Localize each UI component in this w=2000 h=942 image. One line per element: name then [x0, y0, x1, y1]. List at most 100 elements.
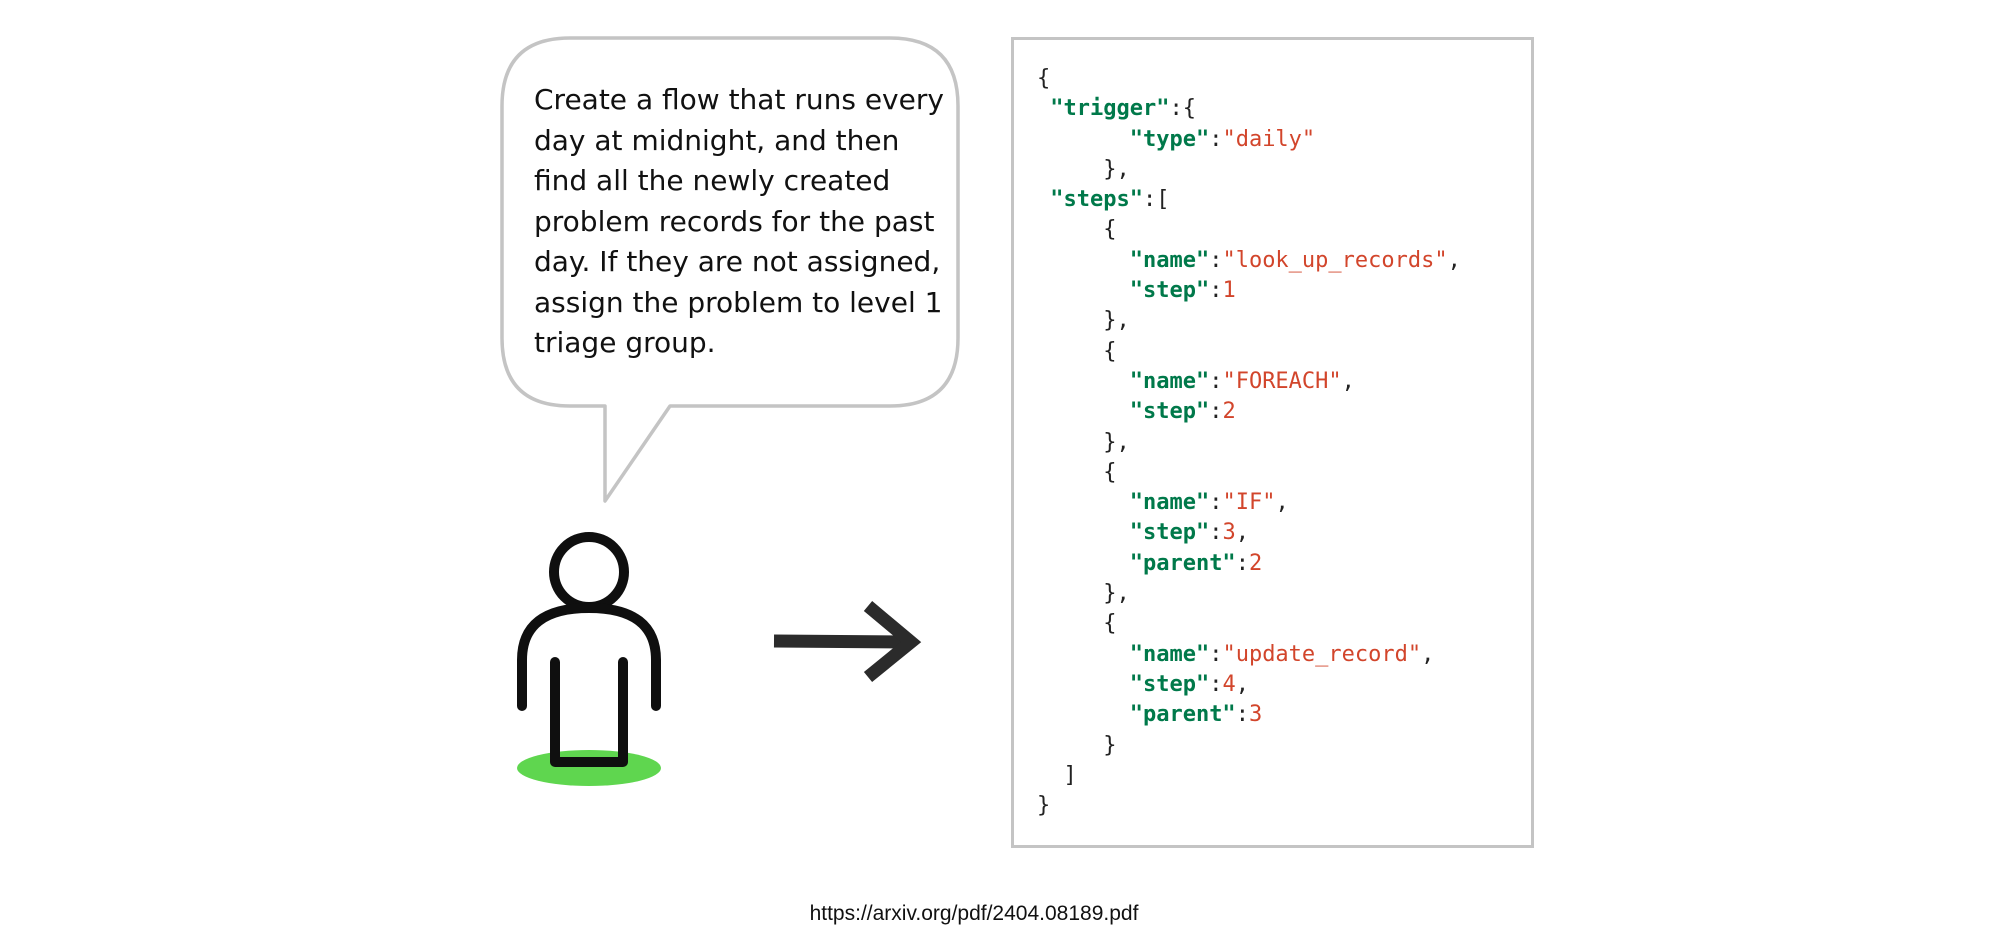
json-line: "type":"daily" [1037, 125, 1461, 155]
json-punctuation: : [1235, 550, 1249, 576]
json-key: "type" [1129, 126, 1210, 152]
json-punctuation: , [1341, 368, 1355, 394]
person-shoulders [517, 603, 661, 711]
ground-shadow [517, 750, 661, 786]
json-line: "name":"look_up_records", [1037, 246, 1461, 276]
json-punctuation: { [1103, 338, 1117, 364]
json-punctuation: , [1421, 641, 1435, 667]
json-indent [1037, 157, 1103, 182]
json-indent [1037, 490, 1130, 515]
json-punctuation: : [1209, 671, 1223, 697]
speech-bubble-text: Create a flow that runs every day at mid… [534, 80, 944, 364]
json-punctuation: } [1103, 732, 1117, 758]
json-punctuation: }, [1103, 581, 1130, 607]
json-line: "trigger":{ [1037, 94, 1461, 124]
json-line: ] [1037, 761, 1461, 791]
json-punctuation: : [1209, 399, 1223, 425]
json-punctuation: , [1235, 671, 1249, 697]
json-indent [1037, 611, 1103, 636]
json-indent [1037, 308, 1103, 333]
json-line: "step":4, [1037, 670, 1461, 700]
json-punctuation: }, [1103, 429, 1130, 455]
json-line: { [1037, 458, 1461, 488]
json-indent [1037, 763, 1064, 788]
json-number-value: 2 [1222, 399, 1236, 425]
json-punctuation: } [1037, 793, 1051, 819]
json-line: }, [1037, 428, 1461, 458]
json-line: "steps":[ [1037, 185, 1461, 215]
json-line: "step":1 [1037, 276, 1461, 306]
json-panel [1011, 37, 1534, 848]
json-indent [1037, 96, 1050, 121]
json-number-value: 4 [1222, 671, 1236, 697]
json-indent [1037, 430, 1103, 455]
json-string-value: "IF" [1222, 490, 1276, 516]
json-punctuation: :{ [1169, 96, 1196, 122]
speech-line: day. If they are not assigned, [534, 245, 941, 278]
speech-bubble [500, 36, 960, 503]
source-url[interactable]: https://arxiv.org/pdf/2404.08189.pdf [809, 902, 1139, 925]
person-body [550, 657, 628, 767]
json-code: { "trigger":{ "type":"daily" }, "steps":… [1037, 64, 1461, 821]
json-string-value: "look_up_records" [1222, 247, 1448, 273]
arrow-shaft [773, 634, 911, 649]
arrow-right-icon [773, 601, 922, 683]
json-number-value: 3 [1222, 520, 1236, 546]
json-punctuation: }, [1103, 156, 1130, 182]
json-line: "parent":3 [1037, 700, 1461, 730]
json-punctuation: { [1103, 217, 1117, 243]
json-punctuation: : [1209, 126, 1223, 152]
json-punctuation: { [1103, 459, 1117, 485]
json-punctuation: : [1235, 702, 1249, 728]
json-indent [1037, 551, 1130, 576]
json-punctuation: ] [1063, 762, 1077, 788]
speech-line: day at midnight, and then [534, 123, 900, 157]
json-punctuation: : [1209, 490, 1223, 516]
json-line: }, [1037, 579, 1461, 609]
json-key: "parent" [1129, 702, 1236, 728]
arrow-head [863, 601, 922, 683]
json-key: "name" [1129, 368, 1210, 394]
json-indent [1037, 127, 1130, 152]
json-key: "step" [1129, 399, 1210, 425]
json-line: { [1037, 609, 1461, 639]
person-icon [517, 532, 661, 786]
json-line: "name":"FOREACH", [1037, 367, 1461, 397]
json-indent [1037, 642, 1130, 667]
json-line: "parent":2 [1037, 549, 1461, 579]
json-indent [1037, 460, 1103, 485]
json-punctuation: : [1209, 278, 1223, 304]
json-key: "step" [1129, 671, 1210, 697]
json-key: "step" [1129, 520, 1210, 546]
person-head [549, 532, 629, 612]
json-key: "steps" [1050, 187, 1143, 213]
json-punctuation: : [1209, 520, 1223, 546]
json-key: "name" [1129, 247, 1210, 273]
json-indent [1037, 702, 1130, 727]
json-key: "trigger" [1050, 96, 1170, 122]
json-key: "name" [1129, 641, 1210, 667]
json-line: } [1037, 791, 1461, 821]
json-line: } [1037, 731, 1461, 761]
speech-line: Create a flow that runs every [534, 83, 944, 116]
json-number-value: 3 [1248, 702, 1263, 728]
json-string-value: "FOREACH" [1222, 368, 1342, 394]
json-indent [1037, 248, 1130, 273]
json-punctuation: , [1275, 490, 1289, 516]
json-key: "step" [1129, 278, 1210, 304]
json-indent [1037, 520, 1130, 545]
json-indent [1037, 581, 1103, 606]
json-indent [1037, 733, 1103, 758]
json-punctuation: { [1103, 611, 1117, 637]
speech-line: assign the problem to level 1 [534, 285, 943, 319]
json-line: { [1037, 337, 1461, 367]
json-indent [1037, 339, 1103, 364]
json-string-value: "update_record" [1222, 641, 1422, 667]
json-line: { [1037, 64, 1461, 94]
json-key: "parent" [1129, 550, 1236, 576]
json-punctuation: , [1447, 247, 1461, 273]
json-number-value: 1 [1222, 278, 1236, 304]
json-punctuation: { [1037, 66, 1051, 91]
json-punctuation: : [1209, 641, 1223, 667]
json-indent [1037, 672, 1130, 697]
